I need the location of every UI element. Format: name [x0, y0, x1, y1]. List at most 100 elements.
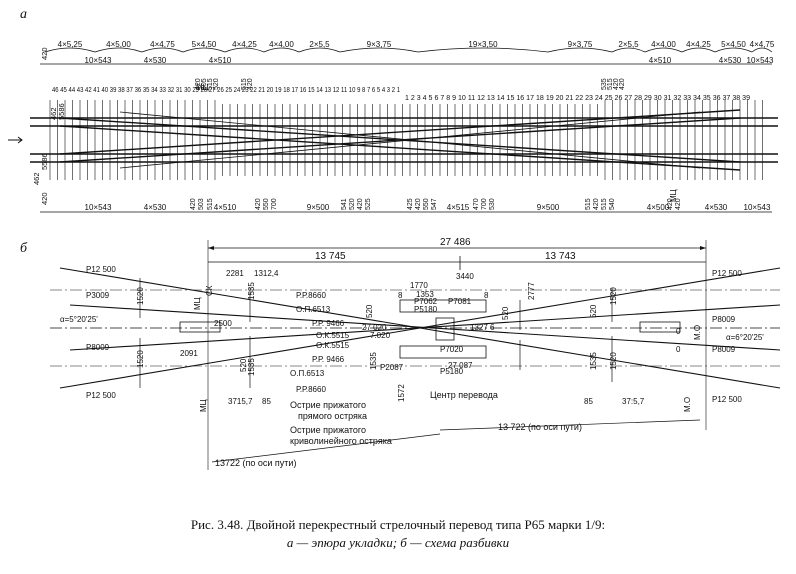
side-label: МЦ — [193, 297, 202, 310]
top-spacing-label: 2×5,5 — [618, 40, 639, 49]
point-label: О.К.5515 — [316, 331, 350, 340]
top-row2-label: 4×530 — [719, 56, 742, 65]
point-label: Р7081 — [448, 297, 472, 306]
note-curved-point: Острие прижатого криволинейного остряка — [290, 425, 392, 446]
top-arc — [714, 47, 753, 53]
top-arc — [298, 47, 341, 53]
point-label: 7.020 — [370, 331, 391, 340]
bottom-small-dim: 541 — [341, 198, 348, 210]
point-label: Р.Р.8660 — [296, 385, 326, 394]
bottom-small-dim: 515 — [601, 198, 608, 210]
point-label: Р5180 — [414, 305, 438, 314]
top-small-dim: 520 — [213, 78, 220, 90]
point-label: Р2087 — [380, 363, 404, 372]
dim-label: 3715,7 — [228, 397, 253, 406]
bottom-small-dim: 525 — [365, 198, 372, 210]
dim-label: 1520 — [136, 350, 145, 368]
bottom-spacing-label: 4×515 — [447, 203, 470, 212]
top-arc — [94, 47, 143, 53]
top-spacing-label: 5×4,50 — [721, 40, 746, 49]
top-arc — [141, 47, 184, 53]
top-row2-label: 4×510 — [209, 56, 232, 65]
point-label: Р.Р. 9466 — [312, 355, 345, 364]
top-spacing-label: 4×4,75 — [150, 40, 175, 49]
point-label: О.П.6513 — [296, 305, 331, 314]
bottom-dim-left: 13722 (по оси пути) — [215, 458, 296, 468]
bottom-spacing-label: 4×530 — [144, 203, 167, 212]
note-straight-line: Острие прижатого — [290, 400, 366, 410]
bottom-small-dim: 420 — [667, 198, 674, 210]
bottom-small-dim: 700 — [271, 198, 278, 210]
dim-label: 2281 — [226, 269, 244, 278]
angle-right: α=6°20'25' — [726, 333, 764, 342]
dim-label: 8 — [484, 291, 489, 300]
dim-label: 520 — [239, 358, 248, 372]
note-straight-line-2: прямого остряка — [298, 411, 367, 421]
top-row2-label: 4×530 — [144, 56, 167, 65]
top-spacing-label: 2×5,5 — [309, 40, 330, 49]
rail-label: Р12 500 — [86, 391, 116, 400]
svg-text:462: 462 — [32, 172, 41, 185]
point-label: 27 087 — [448, 361, 473, 370]
svg-text:5586: 5586 — [40, 153, 49, 170]
point-label: Р7062 — [414, 297, 438, 306]
bottom-small-dim: 420 — [190, 198, 197, 210]
top-small-dim: 515 — [607, 78, 614, 90]
note-center: Центр перевода — [430, 390, 498, 400]
mc-label-right: МЦ — [669, 189, 678, 202]
rails-part-a — [30, 109, 778, 171]
top-arc — [44, 47, 96, 53]
top-arc — [182, 47, 226, 53]
top-small-dim: 515 — [241, 78, 248, 90]
half-left: 13 745 — [315, 251, 346, 262]
svg-text:420: 420 — [40, 192, 49, 205]
bottom-spacing-label: 4×510 — [214, 203, 237, 212]
dim-label: 1535 — [589, 352, 598, 370]
dim-label: 1535 — [247, 358, 256, 376]
dim-label: 520 — [365, 304, 374, 318]
dim-label: 520 — [501, 306, 510, 320]
bottom-spacing-label: 4×500 — [647, 203, 670, 212]
point-label: О.П.6513 — [290, 369, 325, 378]
dim-label: 2777 — [527, 282, 536, 300]
left-vertical-dims: 420 420 462 5586 5586 462 — [32, 47, 66, 205]
dim-label: 8 — [398, 291, 403, 300]
dim-label: 0 — [676, 345, 681, 354]
note-curved-line-2: криволинейного остряка — [290, 436, 392, 446]
svg-text:5586: 5586 — [57, 103, 66, 120]
top-spacing-label: 4×4,00 — [651, 40, 676, 49]
side-label: СК — [205, 285, 214, 296]
tie-numbers-left: 46 45 44 43 42 41 40 39 38 37 36 35 34 3… — [52, 87, 400, 94]
dim-label: 85 — [262, 397, 271, 406]
top-spacing-label: 4×4,25 — [686, 40, 711, 49]
bottom-small-dim: 700 — [481, 198, 488, 210]
dim-label: 1572 — [397, 384, 406, 402]
part-a-label: а — [20, 7, 27, 22]
top-arc — [417, 47, 549, 53]
tie-numbers-right: 1 2 3 4 5 6 7 8 9 10 11 12 13 14 15 16 1… — [405, 95, 750, 102]
svg-text:462: 462 — [49, 107, 58, 120]
top-arc — [339, 47, 419, 53]
rail-label: Р8009 — [86, 343, 110, 352]
dim-label: 37:5,7 — [622, 397, 645, 406]
part-b-layout-scheme: б 27 486 13 745 13 743 — [20, 237, 781, 470]
bottom-spacing-label: 9×500 — [307, 203, 330, 212]
bottom-small-dim: 425 — [407, 198, 414, 210]
top-small-dim: 420 — [619, 78, 626, 90]
top-row2-label: 10×543 — [85, 56, 112, 65]
point-label: Р7020 — [440, 345, 464, 354]
top-spacing-arcs — [44, 47, 773, 53]
rail-label: Р12 500 — [712, 395, 742, 404]
caption-line-2: а — эпюра укладки; б — схема разбивки — [286, 535, 510, 550]
point-label: Р.Р. 9466 — [312, 319, 345, 328]
figure-caption: Рис. 3.48. Двойной перекрестный стрелочн… — [0, 516, 796, 552]
side-label: М.О — [683, 397, 692, 412]
dim-label: 1520 — [136, 287, 145, 305]
bottom-small-dim: 420 — [593, 198, 600, 210]
note-straight-point-1: Острие прижатого прямого остряка — [290, 400, 369, 421]
